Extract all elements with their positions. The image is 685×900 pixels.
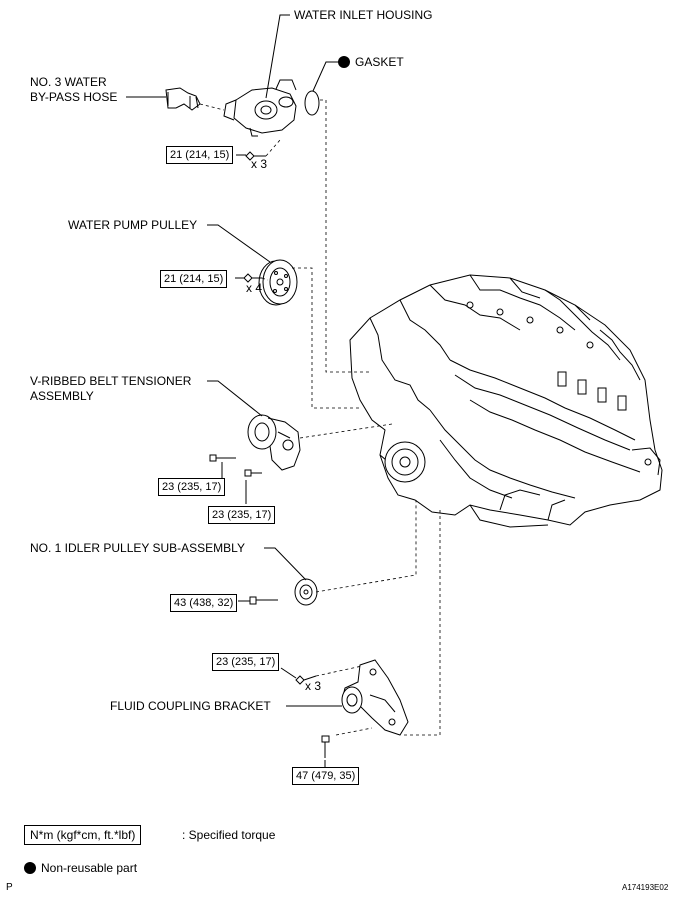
no3-water-bypass-hose-part bbox=[165, 87, 201, 111]
legend-torque-unit-box: N*m (kgf*cm, ft.*lbf) bbox=[24, 825, 142, 845]
assembly-dashed-lines bbox=[199, 99, 441, 736]
engine-block bbox=[349, 274, 663, 528]
qty-pump: x 4 bbox=[246, 281, 263, 295]
legend-nonreusable: Non-reusable part bbox=[24, 861, 137, 876]
torque-box-tensioner-b: 23 (235, 17) bbox=[208, 506, 276, 524]
legend-dot-icon bbox=[24, 862, 36, 874]
torque-box-idler: 43 (438, 32) bbox=[170, 594, 238, 612]
no1-idler-pulley-part bbox=[294, 578, 318, 606]
legend-nonreusable-text: Non-reusable part bbox=[41, 861, 138, 875]
label-no3-water-line2: BY-PASS HOSE bbox=[30, 90, 118, 104]
fluid-coupling-bracket-part bbox=[341, 659, 409, 736]
non-reusable-dot-icon bbox=[338, 56, 350, 68]
label-tensioner-line1: V-RIBBED BELT TENSIONER bbox=[30, 374, 192, 388]
torque-box-tensioner-a: 23 (235, 17) bbox=[158, 478, 226, 496]
label-gasket-text: GASKET bbox=[355, 55, 404, 69]
label-fluid-coupling-bracket: FLUID COUPLING BRACKET bbox=[110, 699, 271, 713]
torque-box-bracket-bottom: 47 (479, 35) bbox=[292, 767, 360, 785]
footer-figure-id: A174193E02 bbox=[622, 883, 669, 892]
label-no3-water-line1: NO. 3 WATER bbox=[30, 75, 107, 89]
label-tensioner-line2: ASSEMBLY bbox=[30, 389, 94, 403]
legend-torque-desc: : Specified torque bbox=[182, 828, 276, 842]
torque-box-inlet: 21 (214, 15) bbox=[166, 146, 234, 164]
torque-box-bracket-top: 23 (235, 17) bbox=[212, 653, 280, 671]
torque-box-pump: 21 (214, 15) bbox=[160, 270, 228, 288]
gasket-part bbox=[304, 90, 320, 116]
footer-left: P bbox=[6, 882, 13, 893]
label-water-inlet-housing: WATER INLET HOUSING bbox=[294, 8, 433, 22]
water-pump-pulley-part bbox=[258, 259, 298, 306]
v-ribbed-belt-tensioner-part bbox=[247, 414, 301, 471]
water-inlet-housing-part bbox=[223, 79, 297, 137]
bolts bbox=[209, 151, 330, 758]
label-gasket: GASKET bbox=[338, 55, 404, 70]
qty-bracket: x 3 bbox=[305, 679, 322, 693]
label-no1-idler-pulley: NO. 1 IDLER PULLEY SUB-ASSEMBLY bbox=[30, 541, 245, 555]
qty-inlet: x 3 bbox=[251, 157, 268, 171]
leader-lines bbox=[126, 14, 342, 767]
label-water-pump-pulley: WATER PUMP PULLEY bbox=[68, 218, 198, 232]
